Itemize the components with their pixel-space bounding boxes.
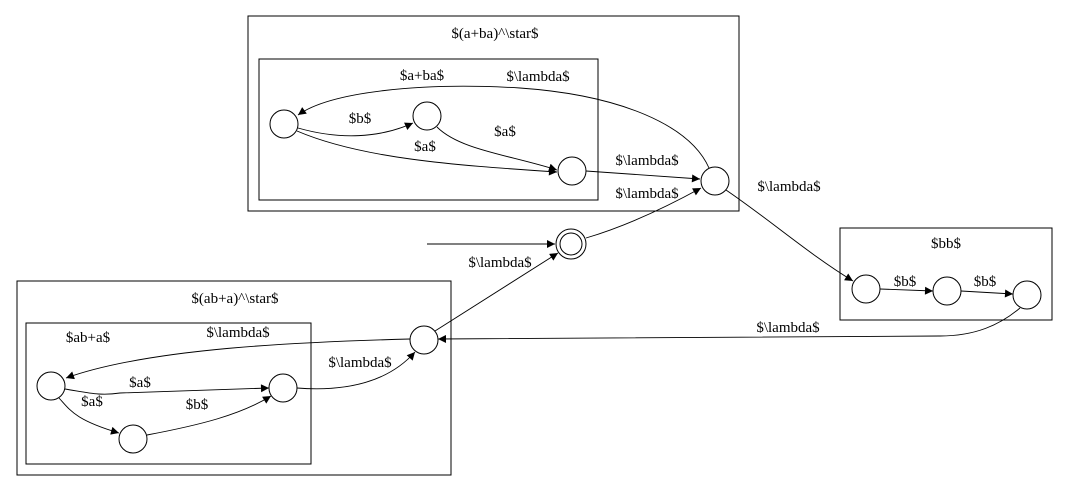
edge-bb-b2: [960, 289, 1014, 298]
cluster-top-outer: [247, 15, 740, 212]
cluster-right: [839, 227, 1053, 321]
cluster-bottom-inner-label: $ab+a$: [66, 330, 111, 346]
edge-label: $\lambda$: [615, 186, 679, 202]
cluster-top-outer-label: $(a+ba)^\star$: [451, 26, 539, 42]
edge-label: $\lambda$: [757, 179, 821, 195]
edge-label: $a$: [494, 124, 516, 140]
state-node[interactable]: [118, 424, 148, 454]
edge-label: $b$: [974, 274, 997, 290]
state-node[interactable]: [36, 371, 66, 401]
cluster-bottom-inner: [25, 322, 312, 465]
cluster-bottom-outer: [16, 280, 452, 476]
cluster-bottom-outer-label: $(ab+a)^\star$: [191, 291, 279, 307]
edge-bottom-to-start: [434, 252, 559, 332]
state-node[interactable]: [700, 166, 730, 196]
cluster-top-inner-label: $a+ba$: [400, 68, 445, 84]
edge-top-to-exit: [585, 170, 701, 183]
edge-bottom-to-exit: [296, 351, 416, 390]
edge-label: $\lambda$: [615, 153, 679, 169]
edge-label: $b$: [186, 397, 209, 413]
edge-bottom-a1: [64, 384, 270, 395]
edge-label: $\lambda$: [756, 320, 820, 336]
edge-bottom-loop: [65, 338, 411, 380]
edge-label: $b$: [349, 111, 372, 127]
edge-bb-b1: [879, 286, 934, 295]
edge-label: $a$: [129, 375, 151, 391]
cluster-top-inner: [258, 58, 599, 201]
state-node[interactable]: [269, 109, 299, 139]
edge-bb-to-bottom: [437, 307, 1021, 343]
edge-top-loop: [297, 85, 710, 169]
edge-label: $b$: [894, 274, 917, 290]
edge-label: $\lambda$: [206, 325, 270, 341]
edge-bottom-b: [146, 395, 272, 436]
edge-label: $a$: [81, 394, 103, 410]
edge-start-to-top: [585, 187, 702, 239]
state-node[interactable]: [412, 101, 442, 131]
state-node[interactable]: [557, 156, 587, 186]
edge-top-a1: [296, 130, 558, 176]
state-node[interactable]: [851, 274, 881, 304]
edge-top-to-bb: [725, 189, 854, 282]
state-node[interactable]: [932, 276, 962, 306]
edge-label: $\lambda$: [328, 355, 392, 371]
edge-label: $a$: [414, 139, 436, 155]
edge-top-b: [297, 122, 414, 137]
state-node[interactable]: [268, 373, 298, 403]
state-node[interactable]: [409, 325, 439, 355]
edge-bottom-a2: [58, 397, 120, 435]
state-node[interactable]: [1012, 280, 1042, 310]
edge-label: $\lambda$: [468, 255, 532, 271]
start-accept-state-node[interactable]: [555, 228, 587, 260]
cluster-right-label: $bb$: [931, 236, 962, 252]
edge-label: $\lambda$: [506, 69, 570, 85]
edge-top-a2: [436, 126, 558, 172]
